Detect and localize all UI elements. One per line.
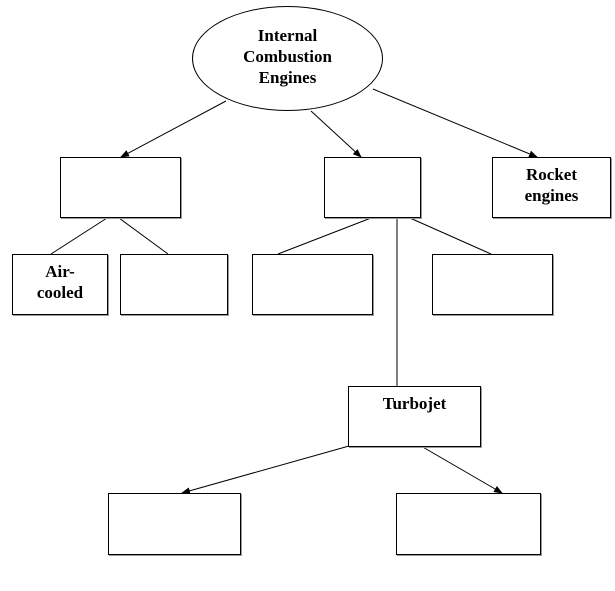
air-cooled-box: Air- cooled	[12, 254, 108, 315]
arrow-root-to-left-box	[120, 100, 227, 158]
arrow-turbojet-to-left-box	[181, 445, 350, 495]
root-node-ellipse: Internal Combustion Engines	[192, 6, 383, 111]
arrow-root-to-middle-box	[310, 110, 362, 158]
level2-middle-b-box	[432, 254, 553, 315]
root-node-label: Internal Combustion Engines	[243, 26, 332, 87]
level2-left-b-box	[120, 254, 228, 315]
line-left-box-to-left-b	[118, 217, 169, 255]
arrow-turbojet-to-right-box	[420, 445, 503, 494]
turbojet-label: Turbojet	[382, 394, 447, 413]
level4-left-box	[108, 493, 241, 555]
rocket-engines-label: Rocket engines	[524, 165, 579, 205]
level2-middle-a-box	[252, 254, 373, 315]
rocket-engines-box: Rocket engines	[492, 157, 611, 218]
line-left-box-to-air-cooled	[50, 217, 108, 255]
air-cooled-label: Air- cooled	[36, 262, 84, 302]
line-middle-box-to-middle-a	[277, 217, 372, 255]
level1-middle-box	[324, 157, 421, 218]
line-middle-box-to-middle-b	[409, 217, 492, 255]
level1-left-box	[60, 157, 181, 218]
level4-right-box	[396, 493, 541, 555]
turbojet-box: Turbojet	[348, 386, 481, 447]
arrow-root-to-rocket-engines	[372, 88, 538, 158]
